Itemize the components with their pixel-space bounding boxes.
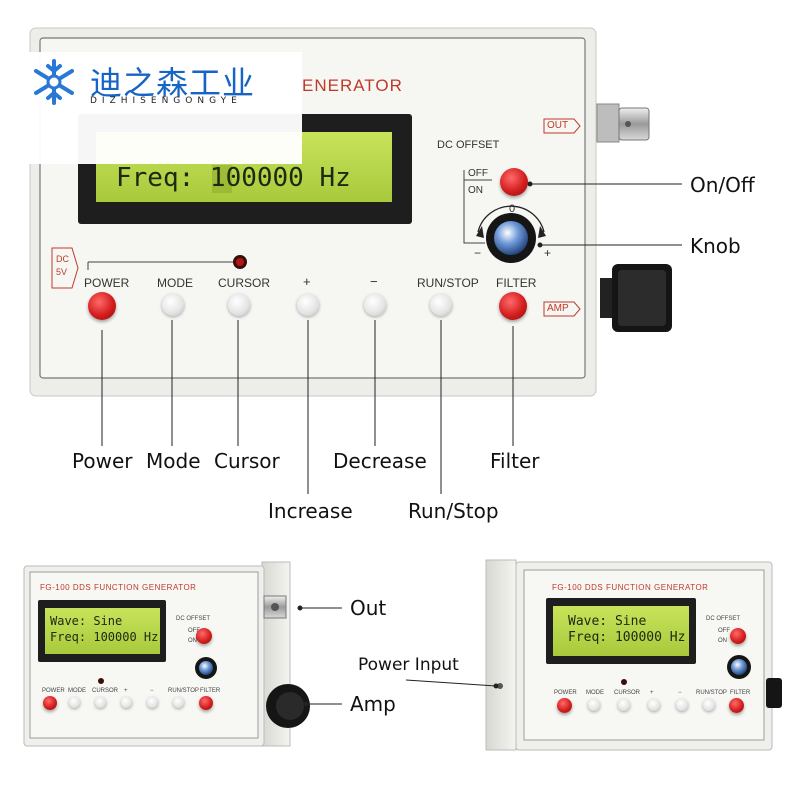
small-right-mode-button[interactable] — [588, 699, 600, 711]
callout-lines — [101, 181, 682, 494]
small-left-run-stop-label: RUN/STOP — [168, 688, 199, 694]
small-right-dc-offset: DC OFFSET — [706, 616, 740, 622]
out-tag: OUT — [547, 120, 569, 131]
run-stop-label: RUN/STOP — [417, 276, 479, 290]
small-left-lcd-line1: Wave: Sine — [50, 614, 123, 628]
amp-tag: AMP — [547, 303, 569, 314]
small-right-run-stop-label: RUN/STOP — [696, 690, 727, 696]
small-right-filter-label: FILTER — [730, 690, 751, 696]
callout-mode: Mode — [146, 449, 201, 473]
small-right-on: ON — [718, 638, 727, 644]
small-left-cursor-label: CURSOR — [92, 688, 119, 694]
brand-name-en: DIZHISENGONGYE — [90, 96, 242, 106]
small-left-run-stop-button[interactable] — [173, 697, 184, 708]
on-label: ON — [468, 185, 483, 196]
increase-label: + — [303, 274, 311, 289]
callout-out: Out — [350, 596, 387, 620]
small-right-minus-label: − — [678, 690, 682, 696]
small-left-power-label: POWER — [42, 688, 65, 694]
knob-zero-label: 0 — [509, 203, 516, 215]
callout-power-input: Power Input — [358, 655, 459, 675]
power-button[interactable] — [88, 292, 116, 320]
increase-button[interactable] — [297, 294, 319, 316]
small-left-off: OFF — [188, 628, 200, 634]
decrease-button[interactable] — [364, 294, 386, 316]
offset-knob-main — [476, 205, 546, 263]
knob-plus-label: + — [544, 246, 552, 260]
callout-amp: Amp — [350, 692, 396, 716]
filter-label: FILTER — [496, 276, 537, 290]
logo-watermark-area — [0, 52, 302, 164]
small-left-dc-offset: DC OFFSET — [176, 616, 210, 622]
small-left-minus-label: − — [150, 688, 154, 694]
filter-button[interactable] — [499, 292, 527, 320]
small-left-lcd-line2: Freq: 100000 Hz — [50, 630, 159, 644]
power-label: POWER — [84, 276, 130, 290]
device-title: ENERATOR — [302, 76, 403, 95]
small-right-run-stop-button[interactable] — [703, 699, 715, 711]
callout-decrease: Decrease — [333, 449, 427, 473]
callout-on-off: On/Off — [690, 173, 755, 197]
small-right-increase-button[interactable] — [648, 699, 660, 711]
small-left-mode-label: MODE — [68, 688, 86, 694]
knob-minus-label: − — [474, 246, 482, 260]
small-right-on-off-button[interactable] — [730, 628, 746, 644]
small-right-decrease-button[interactable] — [676, 699, 688, 711]
dc-tag: DC — [56, 254, 69, 264]
amp-knob-left — [266, 684, 310, 728]
callout-knob: Knob — [690, 234, 741, 258]
small-left-title: FG-100 DDS FUNCTION GENERATOR — [40, 583, 197, 592]
cursor-label: CURSOR — [218, 276, 271, 290]
small-left-mode-button[interactable] — [69, 697, 80, 708]
off-label: OFF — [468, 168, 488, 179]
small-right-filter-button[interactable] — [729, 698, 744, 713]
small-left-decrease-button[interactable] — [147, 697, 158, 708]
small-left-power-button[interactable] — [43, 696, 57, 710]
bnc-connector-left — [263, 595, 287, 619]
mode-label: MODE — [157, 276, 193, 290]
decrease-label: − — [370, 274, 378, 289]
small-left-filter-button[interactable] — [199, 696, 213, 710]
snowflake-logo-icon — [30, 58, 78, 106]
dc-5v-tag — [51, 247, 79, 289]
callout-power: Power — [72, 449, 133, 473]
small-left-on: ON — [188, 638, 197, 644]
callout-cursor: Cursor — [214, 449, 280, 473]
callout-run-stop: Run/Stop — [408, 499, 499, 523]
5v-tag: 5V — [56, 267, 68, 277]
small-right-lcd-line2: Freq: 100000 Hz — [568, 630, 686, 645]
small-left-plus-label: + — [124, 688, 128, 694]
callout-increase: Increase — [268, 499, 353, 523]
small-right-plus-label: + — [650, 690, 654, 696]
lcd-main-text: Freq: 100000 Hz — [116, 163, 351, 193]
small-right-power-button[interactable] — [557, 698, 572, 713]
run-stop-button[interactable] — [430, 294, 452, 316]
dc-offset-label: DC OFFSET — [437, 139, 500, 151]
small-right-title: FG-100 DDS FUNCTION GENERATOR — [552, 583, 709, 592]
small-right-cursor-button[interactable] — [618, 699, 630, 711]
small-left-filter-label: FILTER — [200, 688, 221, 694]
dc-offset-on-off-button[interactable] — [500, 168, 528, 196]
small-left-increase-button[interactable] — [121, 697, 132, 708]
small-left-cursor-button[interactable] — [95, 697, 106, 708]
amp-knob-main — [600, 264, 672, 332]
small-right-off: OFF — [718, 628, 730, 634]
small-left-on-off-button[interactable] — [196, 628, 212, 644]
bnc-connector-main — [596, 103, 650, 143]
small-right-power-label: POWER — [554, 690, 577, 696]
mode-button[interactable] — [162, 294, 184, 316]
callout-filter: Filter — [490, 449, 540, 473]
brand-name-cn: 迪之森工业 — [90, 64, 256, 102]
cursor-button[interactable] — [228, 294, 250, 316]
small-right-mode-label: MODE — [586, 690, 604, 696]
small-right-lcd-line1: Wave: Sine — [568, 614, 647, 629]
small-right-cursor-label: CURSOR — [614, 690, 641, 696]
